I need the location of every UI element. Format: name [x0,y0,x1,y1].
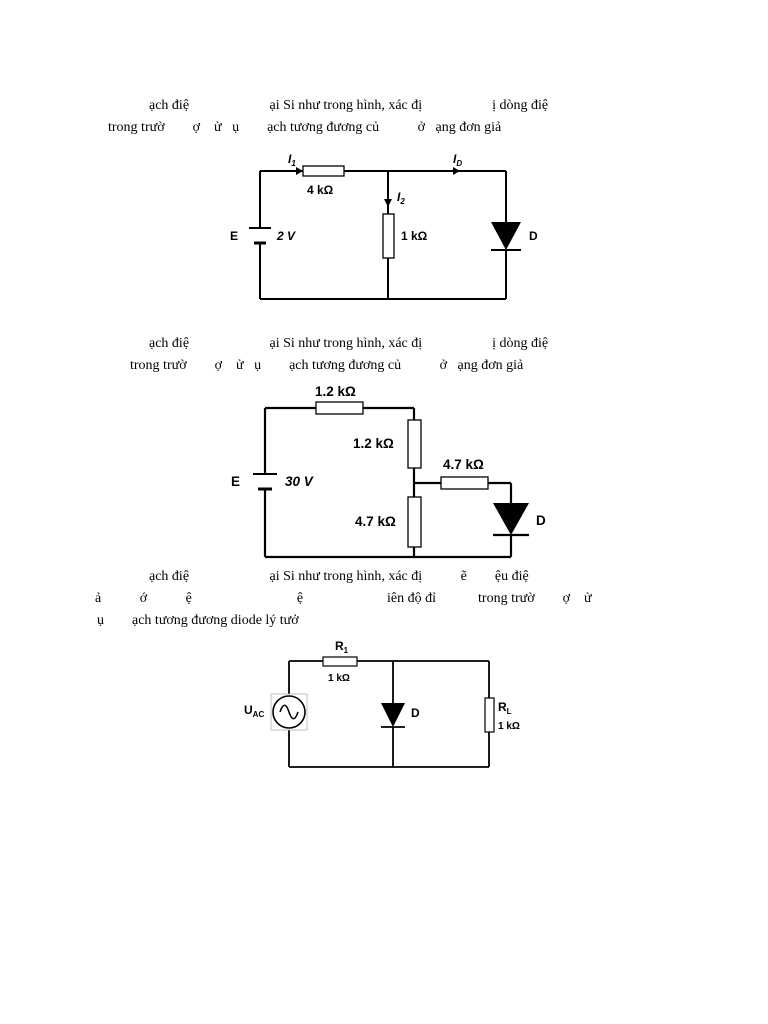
resistor-upper-1-2k [407,419,422,469]
diode-icon [491,222,521,251]
label-r-shunt: 1 kΩ [401,229,428,243]
resistor-r1 [322,656,358,667]
circuit-1: I1 ID I2 4 kΩ 1 kΩ E 2 V D [230,152,538,300]
resistor-4k [302,165,345,177]
label-source-value: 30 V [285,474,314,489]
label-source: UAC [244,703,264,719]
label-r1: R1 [335,639,349,655]
problem-2-line-2: trong trườ ợ ử ụ ạch tương đương củ ở ạn… [130,358,524,373]
label-id: ID [453,152,462,168]
label-diode: D [411,706,420,720]
resistor-top-1-2k [315,401,364,415]
circuit-3: R1 1 kΩ RL 1 kΩ UAC D [244,639,520,768]
label-r-lower: 4.7 kΩ [355,514,396,529]
label-i2: I2 [397,190,405,206]
problem-1-line-1: ạch điệ ại Si như trong hình, xác đị ị d… [149,98,549,113]
problem-3-line-3: ụ ạch tương đương diode lý tưở [97,613,299,628]
label-rl: RL [498,700,512,716]
label-source-name: E [231,474,240,489]
label-r-upper: 1.2 kΩ [353,436,394,451]
problem-3-line-2: ả ớ ệ ệ iên độ đỉ trong trườ ợ ử [95,591,592,606]
arrow-i1-icon [296,167,303,175]
arrow-id-icon [453,167,460,175]
label-r1-value: 1 kΩ [328,673,350,684]
label-diode: D [536,513,546,528]
label-source-value: 2 V [276,229,296,243]
diode-icon [493,503,529,537]
label-r-diode: 4.7 kΩ [443,457,484,472]
circuit-2: 1.2 kΩ 1.2 kΩ 4.7 kΩ 4.7 kΩ E 30 V D [231,384,546,559]
label-i1: I1 [288,152,296,168]
label-r-series: 4 kΩ [307,183,334,197]
resistor-1k [382,213,395,259]
resistor-lower-4-7k [407,496,422,548]
problem-2-line-1: ạch điệ ại Si như trong hình, xác đị ị d… [149,336,549,351]
battery-icon [253,473,277,491]
label-r-top: 1.2 kΩ [315,384,356,399]
resistor-rl [484,697,495,733]
diode-icon [381,703,405,728]
problem-3-line-1: ạch điệ ại Si như trong hình, xác đị ẽ ệ… [149,569,529,584]
resistor-diode-4-7k [440,476,489,490]
problem-1-line-2: trong trườ ợ ử ụ ạch tương đương củ ở ạn… [108,120,502,135]
label-diode: D [529,229,538,243]
battery-icon [249,227,271,245]
ac-source-icon [270,693,308,731]
arrow-i2-icon [384,199,392,207]
label-rl-value: 1 kΩ [498,721,520,732]
label-source-name: E [230,229,238,243]
